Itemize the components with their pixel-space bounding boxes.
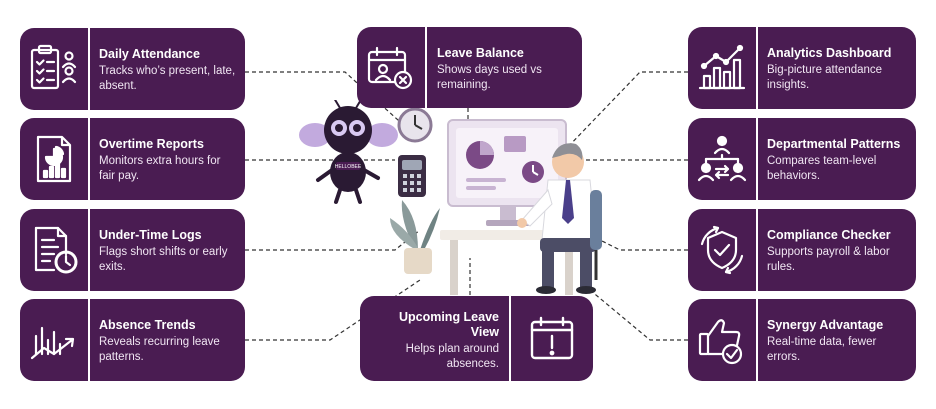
card-title: Leave Balance — [437, 46, 524, 60]
card-title: Synergy Advantage — [767, 317, 884, 332]
card-title: Compliance Checker — [767, 227, 891, 242]
card-upcoming-leave: Upcoming Leave View Helps plan around ab… — [360, 296, 593, 381]
calendar-person-icon — [367, 46, 413, 89]
thumbs-up-check-icon — [698, 319, 743, 365]
icon-box — [509, 296, 593, 381]
calendar-alert-icon — [530, 316, 574, 359]
card-departmental-patterns: Departmental Patterns Compares team-leve… — [688, 118, 916, 200]
card-title: Upcoming Leave View — [398, 309, 499, 339]
card-title: Analytics Dashboard — [767, 45, 892, 60]
card-overtime-reports: Overtime Reports Monitors extra hours fo… — [20, 118, 245, 200]
card-desc: Real-time data, fewer errors. — [767, 335, 877, 363]
mascot-badge: HELLOBEE — [335, 164, 362, 170]
icon-box — [688, 118, 758, 200]
card-desc: Supports payroll & labor rules. — [767, 245, 890, 273]
card-desc: Helps plan around absences. — [405, 342, 499, 370]
card-desc: Reveals recurring leave patterns. — [99, 335, 220, 363]
card-title: Daily Attendance — [99, 46, 200, 61]
card-under-time-logs: Under-Time Logs Flags short shifts or ea… — [20, 209, 245, 291]
icon-box — [357, 27, 427, 108]
card-compliance-checker: Compliance Checker Supports payroll & la… — [688, 209, 916, 291]
card-title: Overtime Reports — [99, 136, 204, 151]
card-analytics-dashboard: Analytics Dashboard Big-picture attendan… — [688, 27, 916, 109]
card-desc: Big-picture attendance insights. — [767, 63, 883, 91]
icon-box — [20, 299, 90, 381]
icon-box — [20, 118, 90, 200]
card-daily-attendance: Daily Attendance Tracks who’s present, l… — [20, 28, 245, 110]
icon-box — [688, 209, 758, 291]
card-title: Absence Trends — [99, 317, 196, 332]
card-synergy-advantage: Synergy Advantage Real-time data, fewer … — [688, 299, 916, 381]
card-leave-balance: Leave Balance Shows days used vs remaini… — [357, 27, 582, 108]
computer-monitor — [447, 119, 567, 226]
icon-box — [688, 299, 758, 381]
clipboard-checklist-icon — [30, 44, 77, 90]
icon-box — [688, 27, 758, 109]
card-title: Departmental Patterns — [767, 136, 901, 151]
card-desc: Monitors extra hours for fair pay. — [99, 154, 221, 182]
document-clock-icon — [34, 226, 78, 274]
wall-clock-icon — [397, 107, 433, 143]
card-absence-trends: Absence Trends Reveals recurring leave p… — [20, 299, 245, 381]
card-desc: Flags short shifts or early exits. — [99, 245, 228, 273]
office-worker — [517, 143, 602, 294]
report-chart-icon — [36, 135, 72, 183]
trend-line-icon — [30, 326, 75, 360]
card-desc: Shows days used vs remaining. — [437, 64, 542, 91]
card-title: Under-Time Logs — [99, 227, 202, 242]
shield-check-icon — [700, 225, 744, 275]
office-illustration: HELLOBEE — [299, 100, 602, 295]
icon-box — [20, 28, 90, 110]
potted-plant — [390, 200, 440, 274]
card-desc: Tracks who’s present, late, absent. — [99, 64, 236, 92]
time-clock-device — [398, 155, 426, 197]
bar-chart-icon — [698, 44, 746, 90]
icon-box — [20, 209, 90, 291]
bee-mascot: HELLOBEE — [299, 100, 398, 204]
card-desc: Compares team-level behaviors. — [767, 154, 877, 182]
team-hierarchy-icon — [697, 135, 747, 182]
